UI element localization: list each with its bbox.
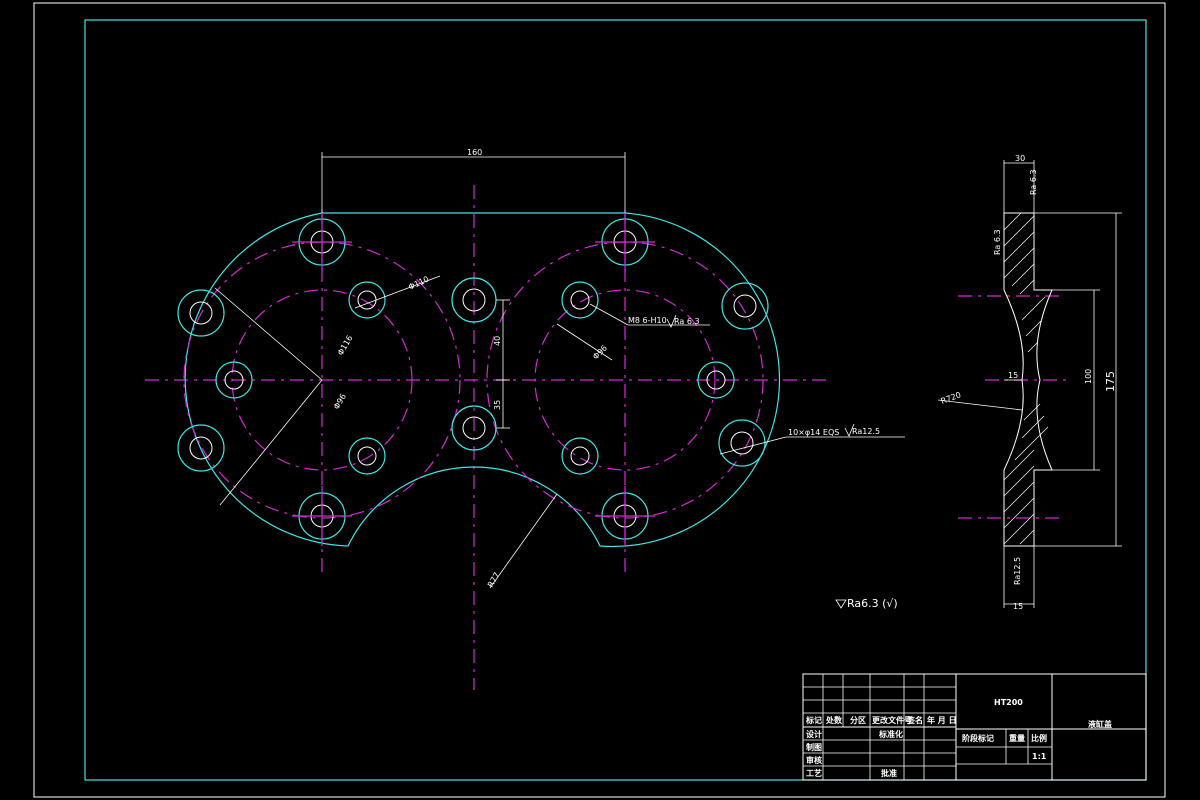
tb-row-2: 审核 (806, 755, 822, 765)
tb-header-0: 标记 (805, 715, 822, 725)
tb-weight: 重量 (1009, 733, 1025, 743)
tb-row-0: 设计 (806, 729, 822, 739)
title-block: 标记 处数 分区 更改文件号 签名 年 月 日 设计 制图 审核 工艺 标准化 … (802, 673, 1147, 781)
tb-stage-mark: 阶段标记 (962, 733, 994, 743)
hole-callout: M8 6-H10 (628, 316, 667, 325)
tb-header-3: 更改文件号 (872, 715, 912, 725)
tb-header-1: 处数 (825, 715, 843, 725)
general-roughness: Ra6.3 (√) (847, 597, 898, 610)
side-dim-bottom: 15 (1013, 602, 1023, 611)
tb-scale-label: 比例 (1031, 733, 1047, 743)
tb-header-4: 签名 (906, 715, 923, 725)
side-dim-inner: 100 (1084, 369, 1093, 384)
side-dim-overall: 175 (1104, 371, 1117, 392)
tb-scale-value: 1:1 (1032, 752, 1047, 761)
general-roughness-symbol (835, 599, 847, 609)
front-view: 160 40 35 Φ116 Φ96 Φ110 Φ96 M8 6-H10 Ra … (145, 148, 905, 690)
side-view: 30 Ra 6.3 Ra 6.3 15 Ra12.5 15 100 175 R7… (937, 154, 1122, 611)
inner-frame (84, 19, 1147, 781)
bore-circle-left (231, 289, 413, 471)
side-roughness-top: Ra 6.3 (1029, 169, 1038, 195)
dim-radius-left-top: Φ110 (407, 275, 430, 292)
side-dim-mid: 15 (1008, 371, 1018, 380)
side-dim-radius: R720 (940, 390, 963, 406)
tb-part-name: 液缸盖 (1088, 719, 1112, 729)
tb-standardization: 标准化 (878, 729, 903, 739)
tb-header-2: 分区 (850, 715, 866, 725)
roughness-symbol-2 (844, 423, 855, 437)
outer-frame (33, 2, 1166, 798)
tb-header-5: 年 月 日 (927, 715, 957, 725)
roughness-top-right: Ra 6.3 (674, 317, 700, 326)
dim-hole-gap-1: 40 (493, 336, 502, 346)
dim-center-distance: 160 (467, 148, 482, 157)
dim-hole-gap-2: 35 (493, 400, 502, 410)
side-dim-top: 30 (1015, 154, 1025, 163)
dim-radius-bottom: R77 (486, 571, 502, 589)
dim-diag-left-2: Φ96 (332, 392, 348, 411)
plate-outline (184, 212, 781, 548)
side-hatching (1003, 212, 1049, 545)
side-roughness-top-2: Ra 6.3 (993, 229, 1002, 255)
bolt-hole-callout: 10×φ14 EQS (788, 428, 839, 437)
bolt-holes-right (595, 212, 769, 546)
dim-diag-right: Φ96 (591, 343, 609, 361)
side-roughness-bottom: Ra12.5 (1013, 557, 1022, 585)
roughness-symbol-1 (666, 314, 677, 328)
side-profile (1003, 212, 1053, 547)
bore-circle-right (534, 289, 716, 471)
tb-row-1: 制图 (806, 742, 822, 752)
bolt-holes-left (177, 212, 352, 546)
roughness-bolt: Ra12.5 (852, 427, 880, 436)
dim-diag-left-1: Φ116 (336, 334, 355, 357)
tb-approve: 批准 (881, 768, 897, 778)
tb-row-3: 工艺 (806, 768, 822, 778)
tb-material: HT200 (994, 698, 1023, 707)
